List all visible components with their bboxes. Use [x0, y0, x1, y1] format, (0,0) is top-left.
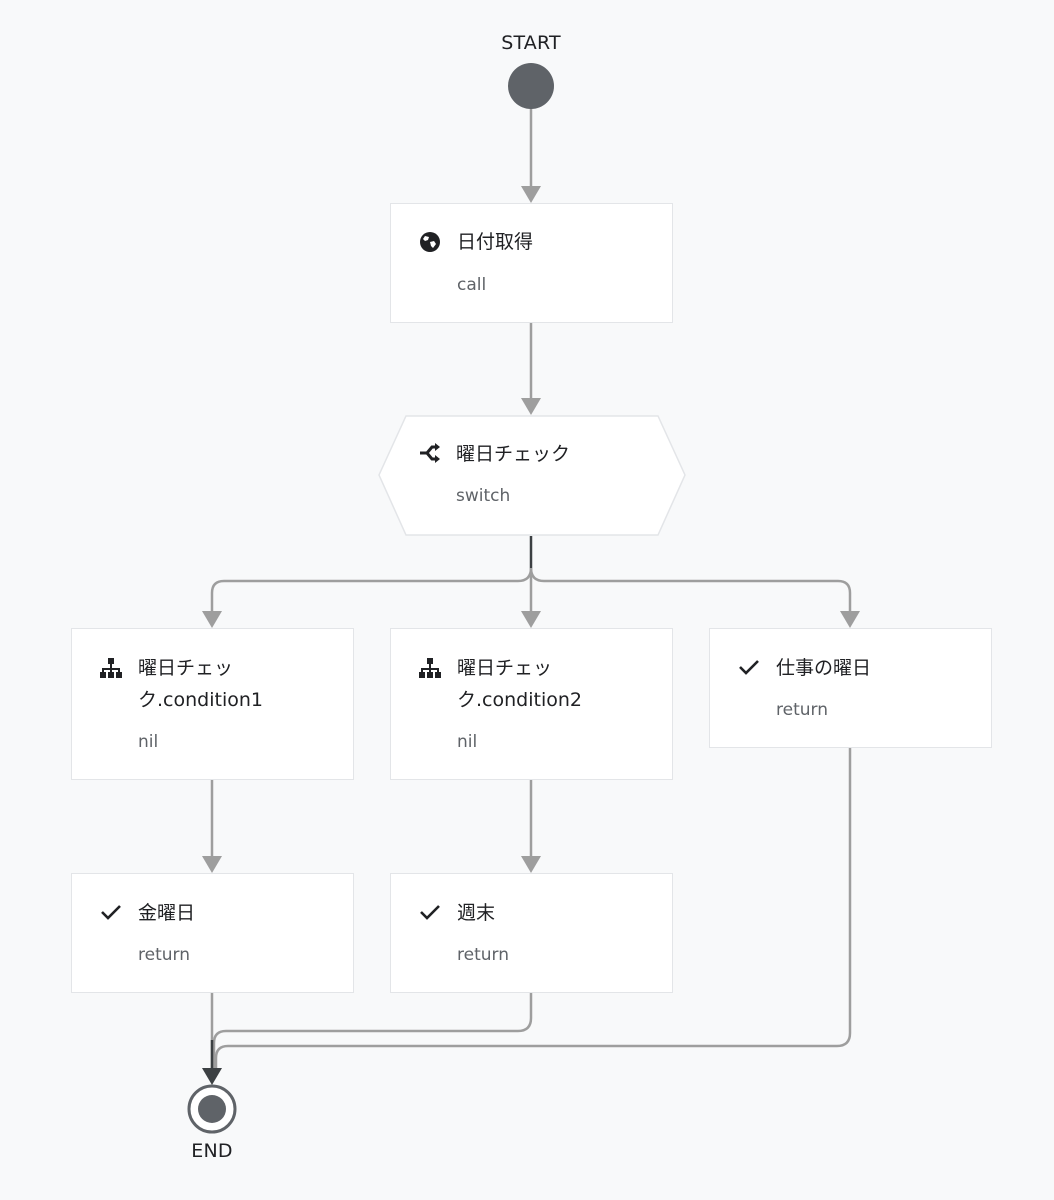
node-title: 仕事の曜日 [776, 657, 872, 679]
node-title: 週末 [457, 902, 496, 924]
node-weekend[interactable]: 週末 return [390, 873, 673, 993]
node-type: nil [138, 732, 159, 752]
node-type: return [776, 700, 828, 720]
node-weekday-check-shape[interactable] [378, 415, 686, 536]
edge-switch-fanout [202, 536, 860, 628]
node-title: 曜日チェック [456, 443, 571, 465]
check-icon [739, 660, 759, 675]
edge-get-date-to-weekday-check [521, 322, 541, 415]
edge-returns-to-end [202, 748, 852, 1085]
hierarchy-icon [100, 658, 122, 678]
node-title: 日付取得 [457, 231, 534, 253]
node-workday[interactable]: 仕事の曜日 return [709, 628, 992, 748]
edge-condition2-to-weekend [521, 779, 541, 873]
edge-start-to-get-date [521, 108, 541, 203]
node-title-line2: ク.condition1 [138, 689, 263, 711]
node-friday[interactable]: 金曜日 return [71, 873, 354, 993]
start-node[interactable] [508, 63, 554, 109]
end-node[interactable] [187, 1084, 237, 1134]
check-icon [420, 905, 440, 920]
end-label: END [191, 1140, 233, 1162]
node-title-line1: 曜日チェッ [457, 657, 553, 679]
node-condition2[interactable]: 曜日チェッ ク.condition2 nil [390, 628, 673, 780]
node-type: nil [457, 732, 478, 752]
node-condition1[interactable]: 曜日チェッ ク.condition1 nil [71, 628, 354, 780]
node-get-date[interactable]: 日付取得 call [390, 203, 673, 323]
node-type: return [457, 945, 509, 965]
node-type: switch [456, 486, 511, 506]
globe-icon [420, 232, 440, 252]
node-title-line1: 曜日チェッ [138, 657, 234, 679]
node-title: 金曜日 [138, 902, 196, 924]
node-type: call [457, 275, 487, 295]
node-title-line2: ク.condition2 [457, 689, 582, 711]
node-type: return [138, 945, 190, 965]
check-icon [101, 905, 121, 920]
branch-icon [420, 443, 440, 463]
edge-condition1-to-friday [202, 779, 222, 873]
hierarchy-icon [419, 658, 441, 678]
start-label: START [501, 32, 561, 54]
